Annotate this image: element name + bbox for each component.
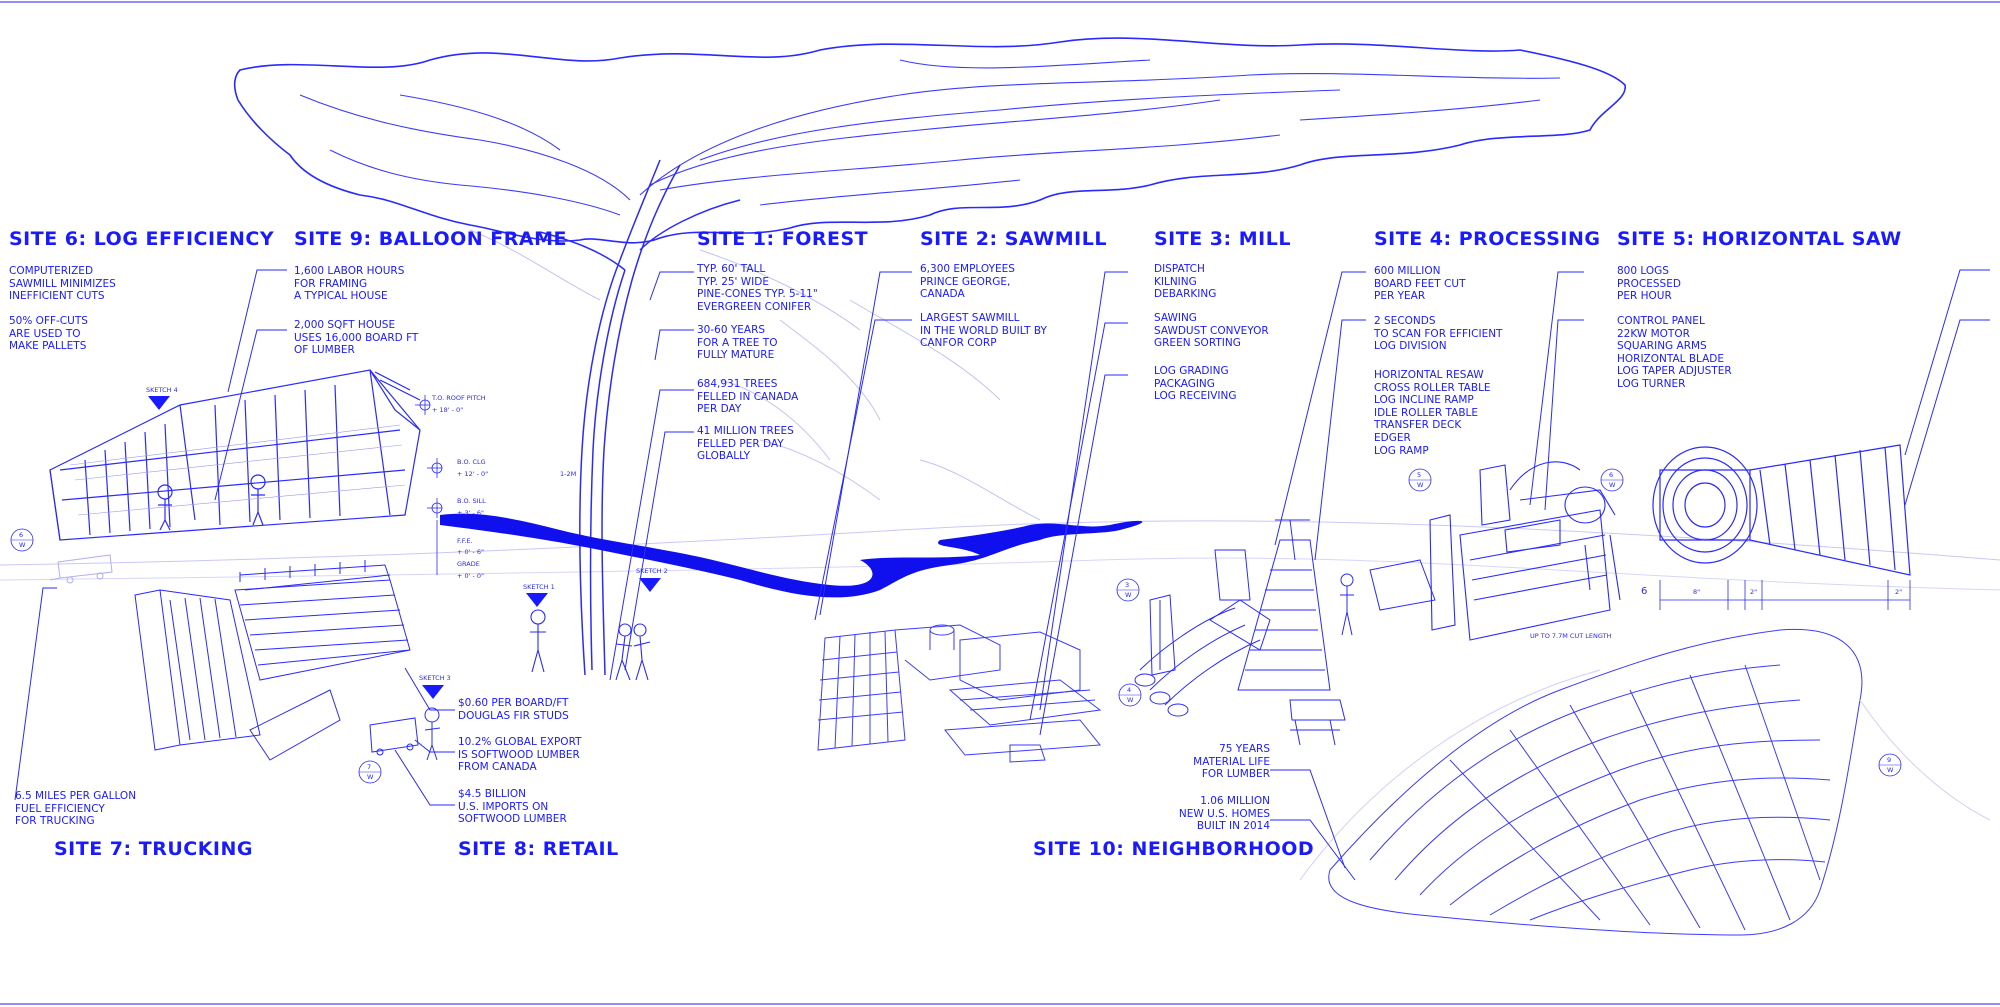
section-marker-sub: W (1417, 481, 1424, 489)
sketch-tag: SKETCH 3 (419, 674, 451, 682)
site-7-title: SITE 7: TRUCKING (54, 838, 253, 860)
elevation-tag: T.O. ROOF PITCH (432, 394, 486, 402)
lumber-stacks (134, 560, 441, 761)
elevation-tag: B.O. CLG (457, 458, 486, 466)
dimension-tag: 8" (1693, 588, 1701, 596)
elevation-tag: F.F.E. (457, 537, 473, 545)
horizon-line (0, 520, 2000, 566)
section-marker-number: 6 (1609, 471, 1614, 479)
section-marker-circles (10, 468, 1902, 784)
elevation-tag: B.O. SILL (457, 497, 486, 505)
people-figures (530, 609, 651, 681)
log-cross-section (1652, 444, 1911, 576)
section-marker-sub: W (19, 541, 26, 549)
tree-trunk (539, 159, 741, 676)
tree-canopy (233, 37, 1626, 244)
elevation-markers (415, 395, 443, 575)
log-dimension-lines (1659, 580, 1911, 610)
processing-machine (1429, 461, 1621, 641)
site-5-title: SITE 5: HORIZONTAL SAW (1617, 228, 1902, 250)
river (440, 513, 1143, 598)
dimension-tag: 6 (1641, 586, 1648, 597)
site-10-title: SITE 10: NEIGHBORHOOD (1033, 838, 1315, 860)
elevation-tag: + 3' - 6" (457, 509, 485, 517)
site-8-title: SITE 8: RETAIL (458, 838, 619, 860)
site-1-title: SITE 1: FOREST (697, 228, 869, 250)
section-marker-sub: W (1125, 591, 1132, 599)
section-marker-number: 6 (19, 531, 24, 539)
tree-height-tag: 1-2M (560, 470, 577, 478)
elevation-tag: GRADE (457, 560, 480, 568)
site-4-title: SITE 4: PROCESSING (1374, 228, 1601, 250)
elevation-tag: + 12' - 0" (457, 470, 489, 478)
leader-lines (14, 269, 1990, 881)
neighborhood-ghost (1299, 669, 1991, 881)
sketch-tag: SKETCH 4 (146, 386, 178, 394)
cut-length-tag: UP TO 7.7M CUT LENGTH (1530, 632, 1612, 640)
mill-log-deck (1134, 519, 1436, 746)
truck (49, 554, 113, 584)
site-3-title: SITE 3: MILL (1154, 228, 1291, 250)
canopy-branches (299, 59, 1561, 216)
balloon-frame-house (49, 369, 421, 541)
site-2-title: SITE 2: SAWMILL (920, 228, 1107, 250)
site-9-title: SITE 9: BALLOON FRAME (294, 228, 567, 250)
section-marker-sub: W (1609, 481, 1616, 489)
site-6-title: SITE 6: LOG EFFICIENCY (9, 228, 275, 250)
dimension-tag: 2" (1895, 588, 1903, 596)
elevation-tag: + 18' - 0" (432, 406, 464, 414)
section-marker-number: 3 (1125, 581, 1130, 589)
sawmill-complex (817, 624, 1102, 763)
sketch-markers (148, 396, 661, 699)
section-marker-number: 9 (1887, 756, 1892, 764)
understory (469, 229, 1041, 521)
section-marker-sub: W (1887, 766, 1894, 774)
section-marker-number: 4 (1127, 686, 1132, 694)
sketch-tag: SKETCH 2 (636, 567, 668, 575)
house-grid-lines (69, 424, 406, 516)
elevation-tag: + 0' - 6" (457, 548, 485, 556)
section-marker-sub: W (1127, 696, 1134, 704)
sketch-tag: SKETCH 1 (523, 583, 555, 591)
elevation-tag: + 0' - 0" (457, 572, 485, 580)
dimension-tag: 2" (1750, 588, 1758, 596)
neighborhood-grid (1328, 628, 1863, 936)
section-marker-number: 7 (367, 763, 372, 771)
section-marker-number: 5 (1417, 471, 1422, 479)
section-marker-sub: W (367, 773, 374, 781)
